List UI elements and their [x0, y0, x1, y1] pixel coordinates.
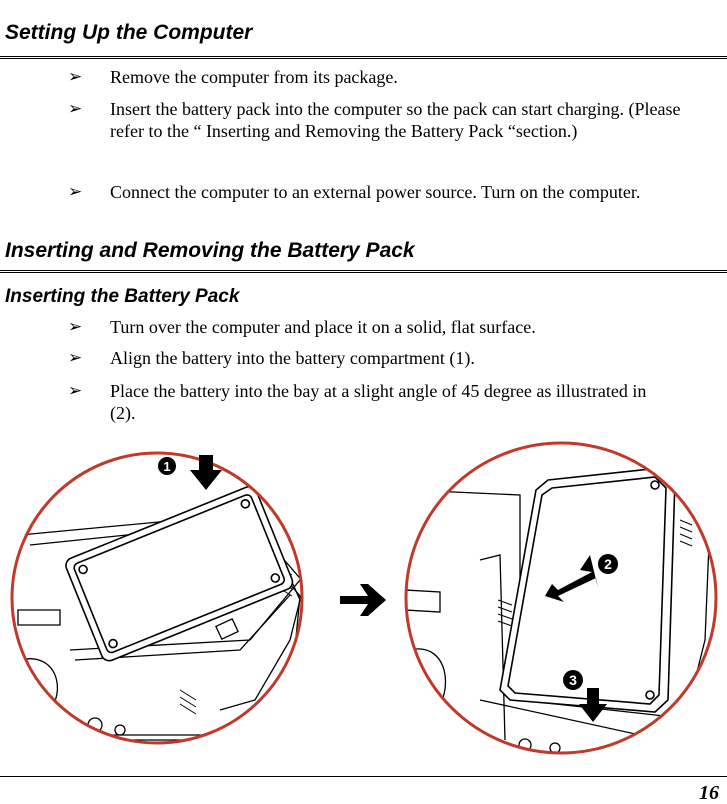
bullet-arrow-icon: ➢: [68, 67, 83, 87]
right-detail-circle: [404, 441, 718, 755]
svg-text:2: 2: [604, 556, 612, 572]
bullet-arrow-icon: ➢: [68, 182, 83, 202]
section-title-battery: Inserting and Removing the Battery Pack: [5, 239, 415, 262]
list-item-text: Align the battery into the battery compa…: [110, 348, 475, 368]
right-detail-illustration: [404, 441, 718, 755]
section-title-setting-up: Setting Up the Computer: [5, 21, 253, 44]
list-item-text: Turn over the computer and place it on a…: [110, 317, 536, 337]
bullet-arrow-icon: ➢: [68, 348, 83, 368]
footer-divider: [0, 776, 727, 777]
bullet-arrow-icon: ➢: [68, 317, 83, 337]
section-divider: [0, 56, 727, 59]
section-divider: [0, 270, 727, 273]
bullet-arrow-icon: ➢: [68, 99, 83, 119]
battery-installation-illustration: 1: [10, 441, 718, 755]
step-3-badge: 3: [563, 670, 583, 690]
step-1-badge: 1: [158, 457, 176, 475]
list-item-text: Place the battery into the bay at a slig…: [110, 381, 647, 423]
svg-text:3: 3: [569, 672, 577, 688]
step-2-badge: 2: [598, 554, 618, 574]
left-detail-circle: [10, 451, 304, 745]
list-item-text: Connect the computer to an external powe…: [110, 182, 641, 202]
svg-text:1: 1: [163, 459, 170, 474]
down-arrow-icon: [190, 455, 222, 490]
page-number: 16: [699, 782, 719, 804]
diagonal-arrow-icon: [545, 555, 598, 602]
down-arrow-icon: [579, 688, 607, 722]
list-item-text: Insert the battery pack into the compute…: [110, 99, 681, 141]
bullet-arrow-icon: ➢: [68, 381, 83, 401]
list-item-text: Remove the computer from its package.: [110, 67, 398, 87]
subsection-title: Inserting the Battery Pack: [5, 286, 240, 307]
left-detail-illustration: [10, 451, 304, 745]
right-arrow-icon: [340, 584, 386, 616]
